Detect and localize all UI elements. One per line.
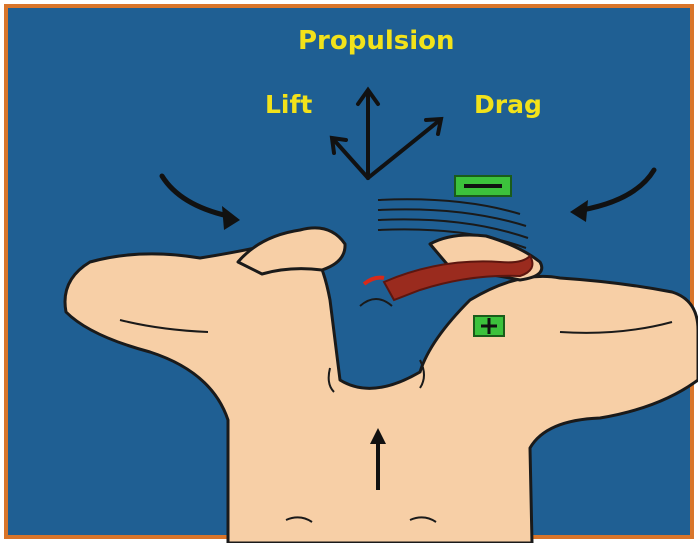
propulsion-label: Propulsion (298, 28, 455, 54)
lift-label: Lift (265, 92, 312, 117)
positive-sign-badge (474, 316, 504, 336)
drag-label: Drag (474, 92, 542, 117)
negative-sign-badge (455, 176, 511, 196)
